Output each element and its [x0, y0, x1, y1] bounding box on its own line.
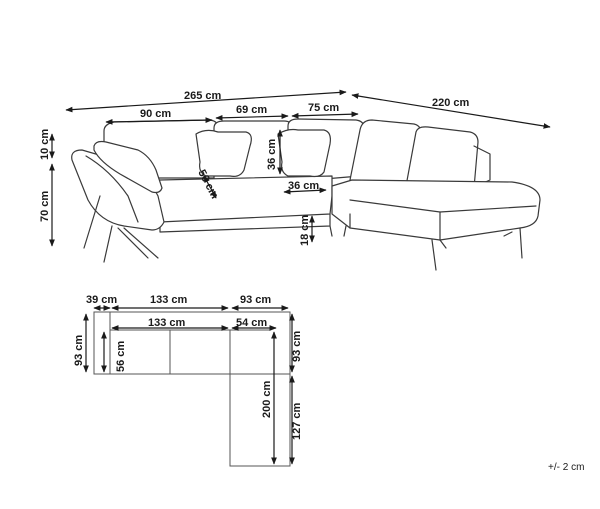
label-total-height: 70 cm: [39, 191, 51, 222]
chaise-front-lower: [349, 211, 441, 241]
sofa-dimensions: 265 cm 220 cm 90 cm 69 cm 75 cm 10 cm 70…: [39, 89, 551, 247]
label-seat-mid: 69 cm: [236, 104, 267, 116]
label-main-width: 133 cm: [150, 294, 188, 306]
throw-pillow-1: [195, 129, 252, 177]
label-depth-right: 93 cm: [291, 331, 303, 362]
dim-line-cushion-width: [283, 187, 327, 195]
label-back-height: 10 cm: [39, 129, 51, 160]
dim-line-total-width: [65, 89, 347, 113]
label-inner-width: 133 cm: [148, 317, 186, 329]
label-depth-left: 93 cm: [73, 335, 85, 366]
floor-plan-dimensions: 39 cm 133 cm 93 cm 133 cm 54 cm 93 cm 56…: [73, 294, 303, 465]
dim-line-seat-left: [105, 117, 213, 125]
arm-pillow: [93, 140, 163, 194]
dim-line-seat-mid: [215, 113, 289, 121]
throw-pillow-2: [277, 128, 331, 178]
sofa-drawing: [71, 118, 541, 271]
label-corner-width: 93 cm: [240, 294, 271, 306]
label-cushion-width: 36 cm: [288, 180, 319, 192]
label-cushion-height: 36 cm: [266, 139, 278, 170]
label-leg-height: 18 cm: [299, 215, 311, 246]
dim-line-seat-right: [291, 111, 359, 119]
left-armrest: [71, 149, 165, 231]
dim-line-seat-depth: [203, 175, 217, 199]
tolerance-note: +/- 2 cm: [548, 462, 584, 473]
armrest-inner: [85, 155, 139, 223]
label-seat-right: 75 cm: [308, 102, 339, 114]
label-seat-depth-plan: 56 cm: [115, 341, 127, 372]
label-arm-width: 39 cm: [86, 294, 117, 306]
label-inner-corner: 54 cm: [236, 317, 267, 329]
label-total-width: 265 cm: [184, 90, 222, 102]
label-chaise-outer: 127 cm: [291, 402, 303, 440]
floor-plan-outline: [93, 311, 291, 467]
label-chaise-inner: 200 cm: [261, 380, 273, 418]
label-chaise-length: 220 cm: [432, 97, 470, 109]
label-seat-left: 90 cm: [140, 108, 171, 120]
sofa-legs: [83, 195, 523, 271]
chaise-back-cushion-2: [405, 126, 479, 189]
dim-line-chaise-length: [351, 93, 551, 129]
chaise-seat: [331, 179, 541, 241]
